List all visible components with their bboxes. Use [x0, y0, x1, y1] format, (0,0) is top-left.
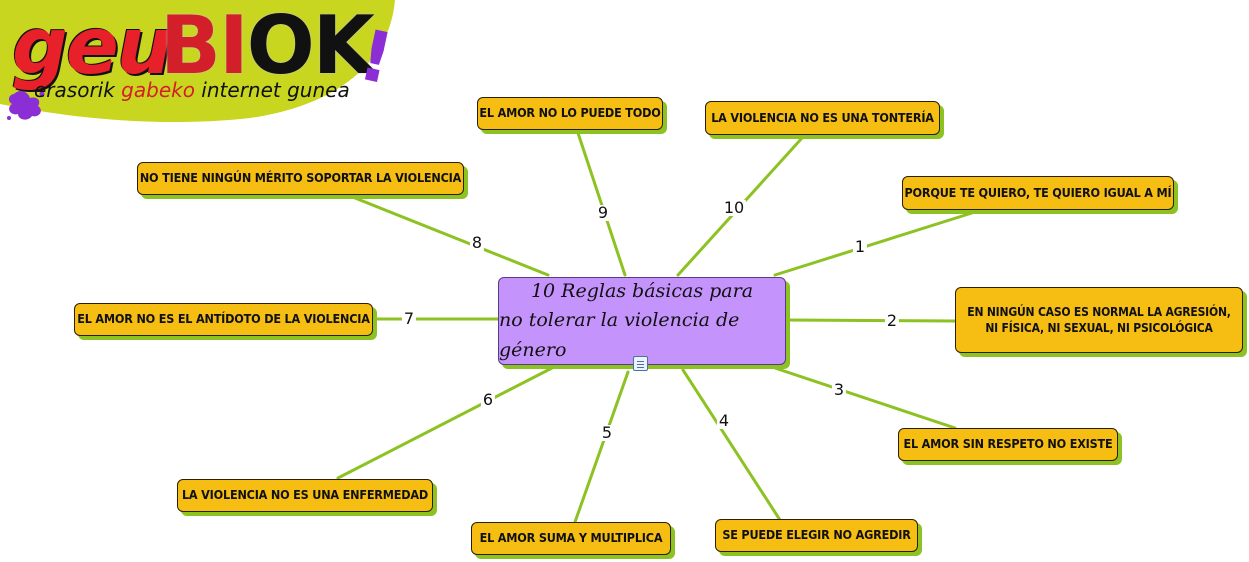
- branch-number-2: 2: [884, 311, 900, 330]
- connector-8: [348, 194, 550, 277]
- paint-splat-icon: [7, 91, 45, 120]
- rule-node-3[interactable]: El amor sin respeto no existe: [898, 428, 1118, 461]
- rule-node-2[interactable]: En ningún caso es normal la agresión, ni…: [955, 287, 1243, 353]
- connector-3: [773, 366, 957, 430]
- center-topic[interactable]: 10 Reglas básicas para no tolerar la vio…: [498, 277, 786, 365]
- connector-9: [576, 131, 627, 277]
- logo-biok: BIOK: [160, 0, 375, 92]
- rule-node-9[interactable]: El amor no lo puede todo: [477, 97, 663, 130]
- connector-5: [573, 370, 630, 524]
- connector-2: [784, 318, 958, 323]
- rule-node-6[interactable]: La violencia no es una enfermedad: [177, 479, 433, 512]
- rule-node-10[interactable]: La violencia no es una tontería: [705, 101, 940, 135]
- branch-number-9: 9: [595, 203, 611, 222]
- center-topic-line-2: no tolerar la violencia de género: [499, 309, 740, 361]
- logo-geu: geu: [12, 2, 172, 92]
- logo-tagline: erasorik gabeko internet gunea: [34, 78, 350, 102]
- rule-node-8[interactable]: No tiene ningún mérito soportar la viole…: [137, 162, 464, 195]
- connector-4: [681, 368, 782, 522]
- branch-number-8: 8: [469, 233, 485, 252]
- rule-node-4[interactable]: Se puede elegir no agredir: [715, 519, 918, 552]
- logo-background: [0, 0, 395, 123]
- connector-6: [336, 366, 554, 480]
- branch-number-5: 5: [599, 423, 615, 442]
- center-topic-line-1: 10 Reglas básicas para: [530, 279, 754, 302]
- note-icon[interactable]: [633, 356, 648, 371]
- branch-number-6: 6: [480, 390, 496, 409]
- rule-node-7[interactable]: El amor no es el antídoto de la violenci…: [74, 303, 373, 336]
- branch-number-3: 3: [831, 380, 847, 399]
- rule-node-1[interactable]: Porque te quiero, te quiero igual a mí: [902, 176, 1174, 210]
- rule-node-5[interactable]: El amor suma y multiplica: [471, 522, 671, 555]
- branch-number-10: 10: [721, 198, 747, 217]
- connector-1: [773, 210, 977, 277]
- branch-number-7: 7: [401, 309, 417, 328]
- branch-number-1: 1: [852, 237, 868, 256]
- branch-number-4: 4: [716, 411, 732, 430]
